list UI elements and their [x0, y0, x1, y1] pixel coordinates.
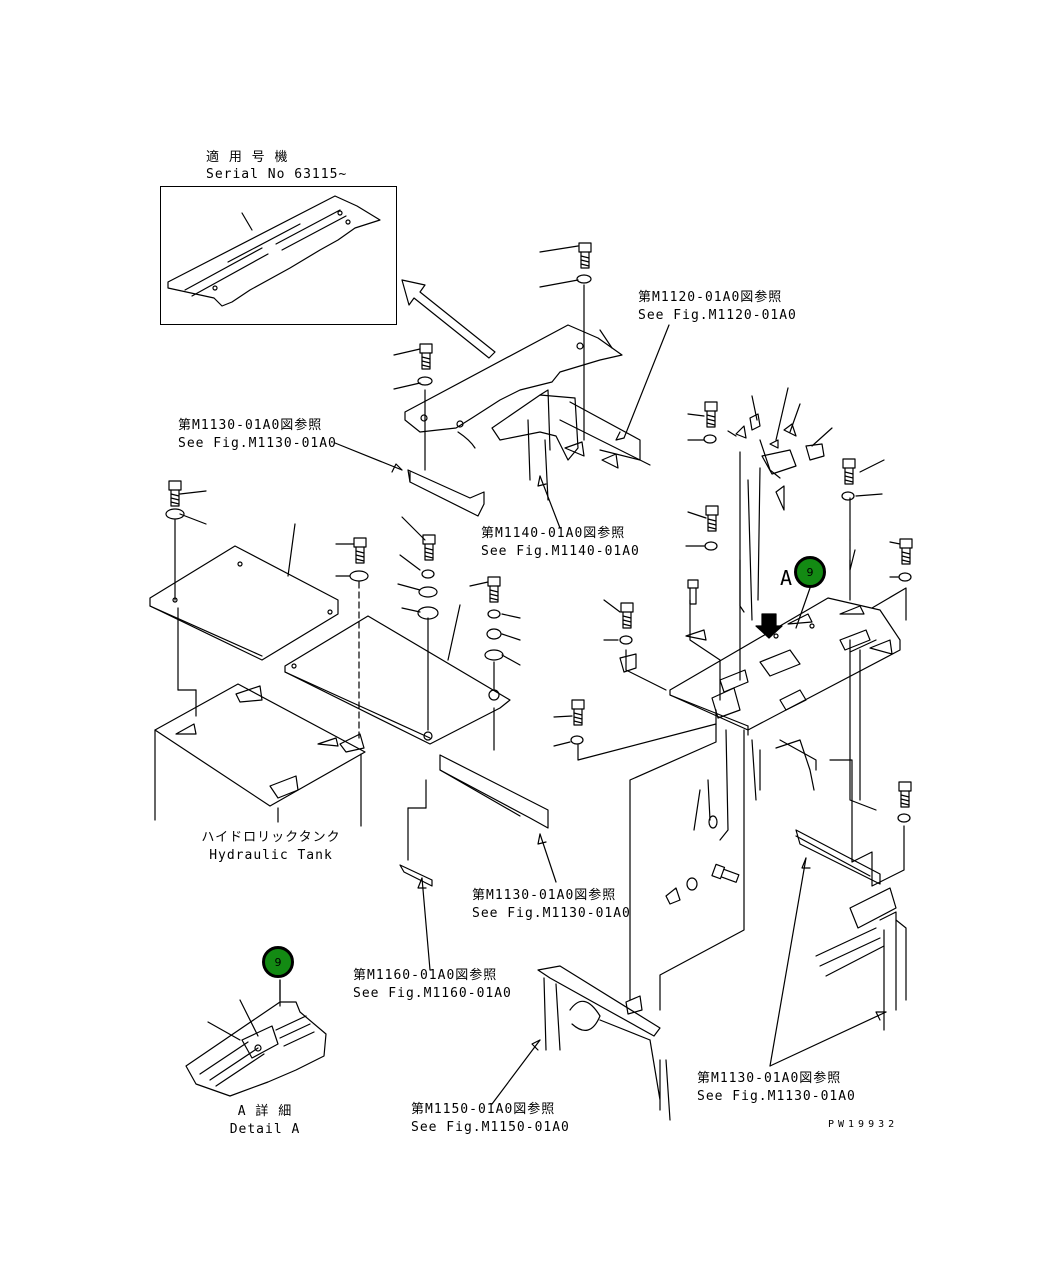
right-cover-plate: [284, 581, 511, 745]
badge-pointers: [279, 587, 811, 1001]
leader-lines: [179, 245, 901, 747]
callout-m1160-jp: 第M1160-01A0図参照: [353, 968, 498, 983]
detail-a-en: Detail A: [229, 1122, 301, 1137]
detail-a-plate: [185, 979, 327, 1097]
inset-arrow: [401, 279, 496, 359]
callout-m1120-en: See Fig.M1120-01A0: [638, 308, 797, 323]
left-cover-plate: [149, 519, 339, 661]
hydraulic-tank-en: Hydraulic Tank: [209, 848, 333, 863]
callout-m1130a-jp: 第M1130-01A0図参照: [178, 418, 323, 433]
view-a-letter: A: [780, 566, 794, 590]
upper-cover-plate: [404, 324, 623, 449]
detail-a-jp: A 詳 細: [237, 1104, 293, 1119]
bolts: [165, 242, 913, 891]
part-badge-9-detail[interactable]: 9: [262, 946, 294, 978]
callout-m1160-en: See Fig.M1160-01A0: [353, 986, 512, 1001]
support-frame: [424, 284, 651, 501]
serial-label-en: Serial No 63115~: [206, 167, 348, 182]
callout-leaders: [334, 324, 887, 1105]
lower-rail: [795, 829, 907, 1031]
callout-m1130c-en: See Fig.M1130-01A0: [697, 1089, 856, 1104]
drawing-code: PW19932: [828, 1119, 899, 1130]
callout-m1150-en: See Fig.M1150-01A0: [411, 1120, 570, 1135]
callout-m1150-jp: 第M1150-01A0図参照: [411, 1102, 556, 1117]
small-brackets: [619, 413, 825, 905]
hydraulic-tank: [154, 607, 366, 827]
callout-m1130b-en: See Fig.M1130-01A0: [472, 906, 631, 921]
lower-frame: [537, 965, 671, 1121]
channel-brackets: [399, 469, 549, 887]
main-floor-plate: [669, 597, 901, 736]
callout-m1130c-jp: 第M1130-01A0図参照: [697, 1071, 842, 1086]
callout-m1130b-jp: 第M1130-01A0図参照: [472, 888, 617, 903]
view-a-arrow: [755, 613, 783, 639]
inset-frame: [160, 186, 397, 325]
serial-label-jp: 適 用 号 機: [206, 150, 289, 165]
hydraulic-tank-jp: ハイドロリックタンク: [201, 830, 341, 845]
callout-m1130a-en: See Fig.M1130-01A0: [178, 436, 337, 451]
callout-m1120-jp: 第M1120-01A0図参照: [638, 290, 783, 305]
callout-m1140-jp: 第M1140-01A0図参照: [481, 526, 626, 541]
callout-m1140-en: See Fig.M1140-01A0: [481, 544, 640, 559]
inset-plate: [167, 195, 381, 307]
part-badge-9-main[interactable]: 9: [794, 556, 826, 588]
